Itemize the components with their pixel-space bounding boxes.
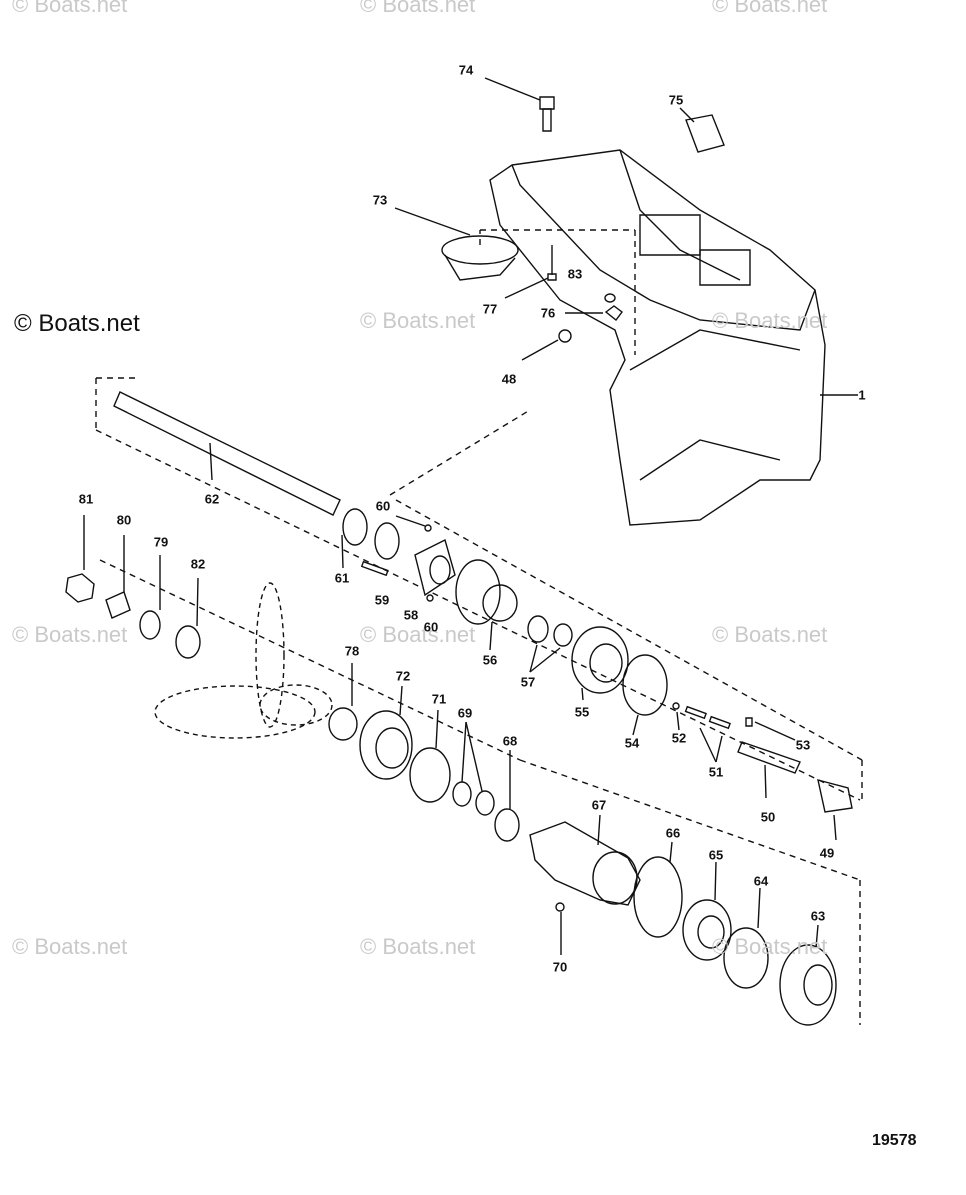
part-73 [395,208,518,280]
part-label: 48 [501,371,517,387]
watermark: © Boats.net [712,934,828,959]
part-label: 81 [78,491,94,507]
watermark: © Boats.net [712,622,828,647]
washer-64 [724,888,768,988]
propeller-phantom [155,583,332,738]
watermark: © Boats.net [12,934,128,959]
part-label: 76 [540,305,556,321]
watermark: © Boats.net [712,0,828,17]
part-label: 77 [482,301,498,317]
bearing-68 [495,750,519,841]
prop-nut-81 [66,515,94,602]
part-label: 83 [567,266,583,282]
watermark: © Boats.net [12,622,128,647]
small-hardware [505,245,622,360]
pin-59 [362,562,388,576]
watermark: © Boats.net [360,308,476,333]
watermark: © Boats.net [360,622,476,647]
part-label: 52 [671,730,687,746]
oring-54 [623,655,667,735]
part-label: 56 [482,652,498,668]
part-label: 72 [395,668,411,684]
propshaft-62 [114,392,340,515]
thrust-washer-78 [329,663,357,740]
gear-housing [490,150,858,525]
part-label: 67 [591,797,607,813]
part-label: 70 [552,959,568,975]
part-label: 82 [190,556,206,572]
part-label: 75 [668,92,684,108]
oring-66 [634,842,682,937]
part-label: 66 [665,825,681,841]
part-label: 65 [708,847,724,863]
part-label: 73 [372,192,388,208]
tab-washer-80 [106,535,130,618]
gear-56 [456,560,517,650]
watermark: © Boats.net [712,308,828,333]
washer-82 [176,578,200,658]
clutch-58 [415,540,455,601]
watermark: © Boats.net [12,0,128,17]
rings-61 [342,509,431,568]
part-label: 71 [431,691,447,707]
part-label: 60 [375,498,391,514]
part-label: 78 [344,643,360,659]
part-label: 51 [708,764,724,780]
part-label: 53 [795,737,811,753]
bearing-carrier-67 [530,815,640,905]
part-label: 61 [334,570,350,586]
part-label: 69 [457,705,473,721]
bearing-55 [572,627,628,700]
part-label: 59 [374,592,390,608]
part-75 [680,108,724,152]
watermark-dark: © Boats.net [14,310,140,337]
watermark: © Boats.net [360,0,476,17]
part-label: 1 [858,387,866,403]
part-label: 68 [502,733,518,749]
part-70 [556,903,564,955]
part-label: 74 [458,62,474,78]
bearing-72 [360,686,412,779]
part-label: 54 [624,735,640,751]
bolt-74 [485,78,554,131]
seal-65 [683,862,731,960]
seals-69 [453,722,494,815]
part-label: 50 [760,809,776,825]
part-label: 57 [520,674,536,690]
assembly-guide-lines [96,230,862,1025]
part-label: 64 [753,873,769,889]
part-label: 55 [574,704,590,720]
part-label: 49 [819,845,835,861]
watermark: © Boats.net [360,934,476,959]
part-label: 80 [116,512,132,528]
part-label: 62 [204,491,220,507]
part-label: 79 [153,534,169,550]
part-label: 60 [423,619,439,635]
part-label: 63 [810,908,826,924]
gear-63 [780,925,836,1025]
figure-number: 19578 [872,1132,917,1149]
shift-parts [673,703,852,840]
spline-washer-79 [140,555,160,639]
part-71 [410,710,450,802]
bearings-57 [528,616,572,672]
part-label: 58 [403,607,419,623]
